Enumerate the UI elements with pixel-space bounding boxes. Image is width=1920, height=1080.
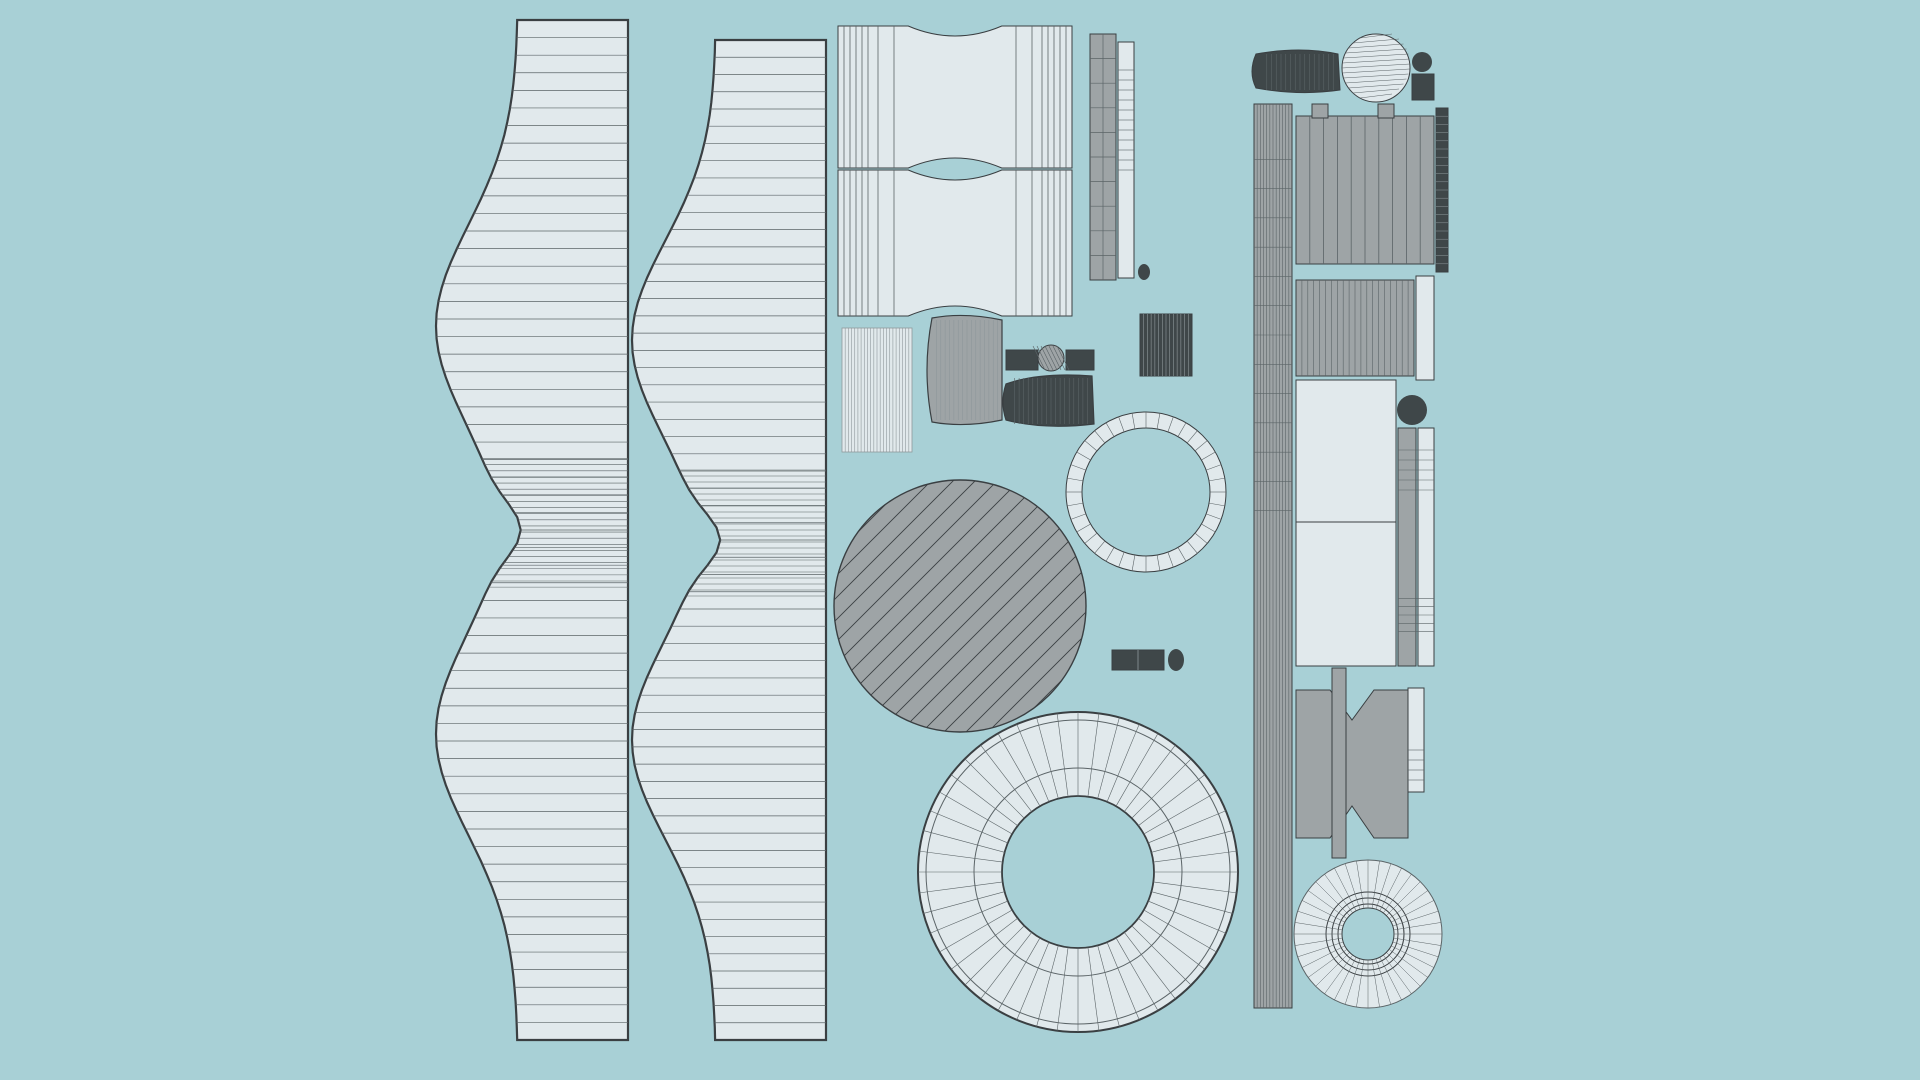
neck-strip-top <box>837 25 1073 169</box>
bowtie-grey <box>1295 667 1425 859</box>
knob-dark <box>1251 49 1435 101</box>
panel-light-large <box>1295 379 1435 667</box>
vase-body-shell-inner <box>630 38 828 1042</box>
base-torus <box>917 711 1239 1033</box>
neck-strip-bottom <box>837 169 1073 317</box>
cap-dark-2 <box>1002 349 1095 427</box>
knob-disc <box>1341 33 1411 103</box>
fine-grid-patch <box>841 327 913 453</box>
pin-dark <box>1111 649 1184 671</box>
small-disc <box>1032 344 1070 372</box>
ring-thin <box>1065 411 1227 573</box>
cylinder-grey-small <box>1295 275 1435 425</box>
stem-dark <box>1139 313 1193 377</box>
cap-dark-1 <box>926 314 1003 426</box>
long-column-strip <box>1253 103 1293 1009</box>
small-torus <box>1293 859 1443 1009</box>
cylinder-grey-wide <box>1295 103 1449 273</box>
handle-strip-grey <box>1089 33 1117 281</box>
handle-strip-light <box>1117 41 1150 280</box>
vase-body-shell-outer <box>434 18 630 1042</box>
